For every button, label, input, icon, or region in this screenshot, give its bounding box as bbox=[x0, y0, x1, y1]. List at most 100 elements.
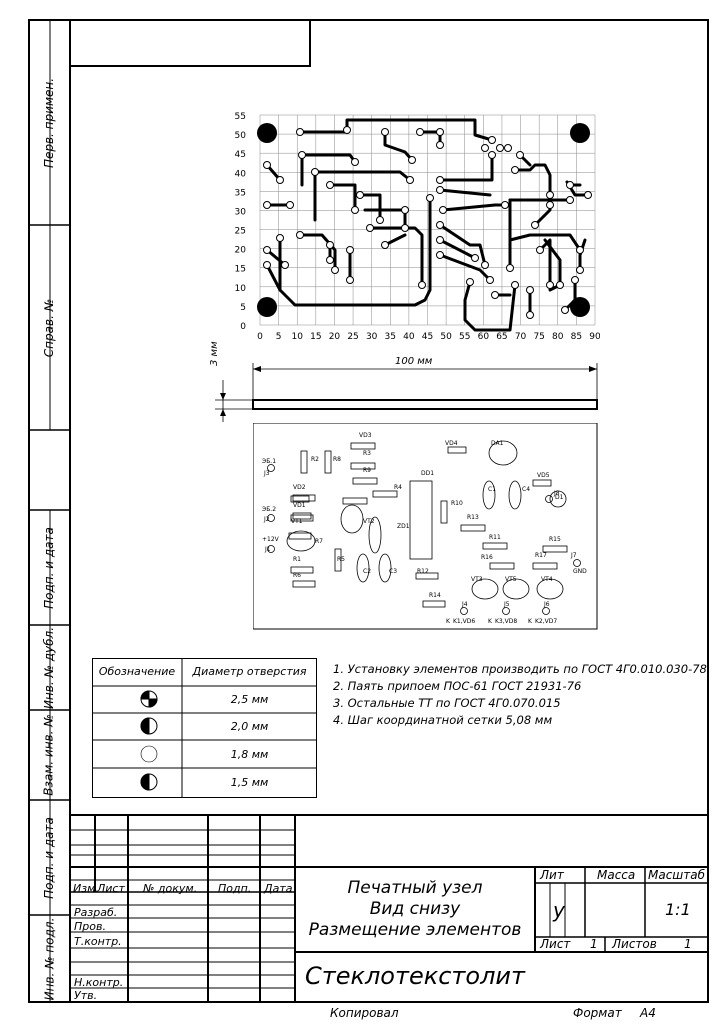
component-label: GND bbox=[573, 568, 587, 575]
component-label: VT3 bbox=[471, 576, 483, 583]
solder-pad bbox=[276, 176, 284, 184]
component-label: J6 bbox=[543, 601, 550, 608]
y-tick-label: 50 bbox=[235, 131, 247, 141]
resistor bbox=[300, 450, 308, 474]
resistor bbox=[350, 462, 376, 470]
component-label: K1,VD6 bbox=[453, 618, 475, 625]
component-label: VD3 bbox=[359, 432, 372, 439]
connector-pad bbox=[267, 545, 275, 553]
format-value: А4 bbox=[640, 1006, 656, 1020]
ic-dd1 bbox=[409, 480, 433, 560]
component-label: R15 bbox=[549, 536, 561, 543]
component-label: R4 bbox=[394, 484, 402, 491]
resistor bbox=[290, 566, 314, 574]
resistor bbox=[542, 545, 568, 553]
solder-pad bbox=[546, 201, 554, 209]
solder-pad bbox=[501, 201, 509, 209]
component-label: J1 bbox=[264, 546, 271, 553]
solder-pad bbox=[488, 136, 496, 144]
diameter-cell: 2,0 мм bbox=[230, 720, 269, 733]
solder-pad bbox=[436, 176, 444, 184]
component-label: R14 bbox=[429, 592, 441, 599]
component-label: J8 bbox=[553, 490, 560, 497]
solder-pad bbox=[576, 246, 584, 254]
note-line: 4. Шаг координатной сетки 5,08 мм bbox=[333, 713, 553, 727]
x-tick-label: 80 bbox=[552, 332, 564, 342]
solder-pad bbox=[436, 186, 444, 194]
solder-pad bbox=[276, 234, 284, 242]
component-label: J3 bbox=[263, 470, 270, 477]
component-label: R1 bbox=[293, 556, 301, 563]
note-line: 3. Остальные ТТ по ГОСТ 4Г0.070.015 bbox=[333, 696, 561, 710]
hole-symbol-2-0 bbox=[140, 717, 158, 735]
component-label: R16 bbox=[481, 554, 493, 561]
solder-pad bbox=[408, 156, 416, 164]
resistor bbox=[292, 494, 316, 502]
component-label: K2,VD7 bbox=[535, 618, 557, 625]
material-label: Стеклотекстолит bbox=[304, 962, 526, 990]
y-tick-label: 15 bbox=[235, 265, 246, 275]
solder-pad bbox=[263, 201, 271, 209]
col-header-diameter: Диаметр отверстия bbox=[192, 665, 307, 678]
y-tick-label: 45 bbox=[235, 150, 246, 160]
solder-pad bbox=[516, 151, 524, 159]
col-header-designation: Обозначение bbox=[98, 665, 176, 678]
component-label: ЭБ.2 bbox=[262, 506, 276, 513]
solder-pad bbox=[426, 194, 434, 202]
solder-pads bbox=[263, 126, 592, 319]
solder-pad bbox=[481, 261, 489, 269]
format-label: Формат bbox=[573, 1006, 622, 1020]
component-label: D1 bbox=[555, 494, 564, 501]
solder-pad bbox=[526, 286, 534, 294]
x-tick-label: 10 bbox=[291, 332, 303, 342]
resistor bbox=[342, 497, 368, 505]
component-label: VD1 bbox=[293, 502, 306, 509]
y-tick-label: 25 bbox=[235, 227, 246, 237]
solder-pad bbox=[504, 144, 512, 152]
component-label: DA1 bbox=[491, 440, 504, 447]
solder-pad bbox=[366, 224, 374, 232]
copied-label: Копировал bbox=[330, 1006, 399, 1020]
lit-value: у bbox=[553, 898, 565, 922]
connector-pad bbox=[502, 607, 510, 615]
solder-pad bbox=[566, 196, 574, 204]
solder-pad bbox=[531, 221, 539, 229]
solder-pad bbox=[263, 161, 271, 169]
resistor bbox=[352, 477, 378, 485]
component-label: R11 bbox=[489, 534, 501, 541]
diameter-cell: 1,5 мм bbox=[230, 776, 269, 789]
diode bbox=[447, 446, 467, 454]
solder-pad bbox=[326, 181, 334, 189]
col-header-sheet: Лист bbox=[97, 882, 125, 895]
component-label: R17 bbox=[535, 552, 547, 559]
resistor bbox=[489, 562, 515, 570]
note-line: 1. Установку элементов производить по ГО… bbox=[333, 662, 707, 676]
solder-pad bbox=[346, 246, 354, 254]
role-approved: Утв. bbox=[74, 989, 98, 1002]
y-tick-label: 40 bbox=[235, 169, 247, 179]
solder-pad bbox=[436, 251, 444, 259]
y-tick-label: 0 bbox=[240, 322, 246, 332]
solder-pad bbox=[296, 231, 304, 239]
hole-symbol-2-5 bbox=[140, 690, 158, 708]
solder-pad bbox=[381, 128, 389, 136]
x-tick-label: 50 bbox=[440, 332, 452, 342]
hole-symbol-1-5 bbox=[140, 773, 158, 791]
resistor bbox=[290, 514, 314, 522]
x-tick-label: 5 bbox=[276, 332, 282, 342]
resistor bbox=[292, 580, 316, 588]
solder-pad bbox=[566, 181, 574, 189]
x-tick-label: 85 bbox=[571, 332, 582, 342]
connector-pad bbox=[267, 464, 275, 472]
transistor bbox=[502, 578, 530, 600]
component-label: R12 bbox=[417, 568, 429, 575]
component-label: ZD1 bbox=[397, 523, 410, 530]
solder-pad bbox=[418, 281, 426, 289]
col-header-date: Дата bbox=[264, 882, 293, 895]
x-tick-label: 20 bbox=[329, 332, 341, 342]
connector-pad bbox=[542, 607, 550, 615]
note-line: 2. Паять припоем ПОС-61 ГОСТ 21931-76 bbox=[333, 679, 582, 693]
